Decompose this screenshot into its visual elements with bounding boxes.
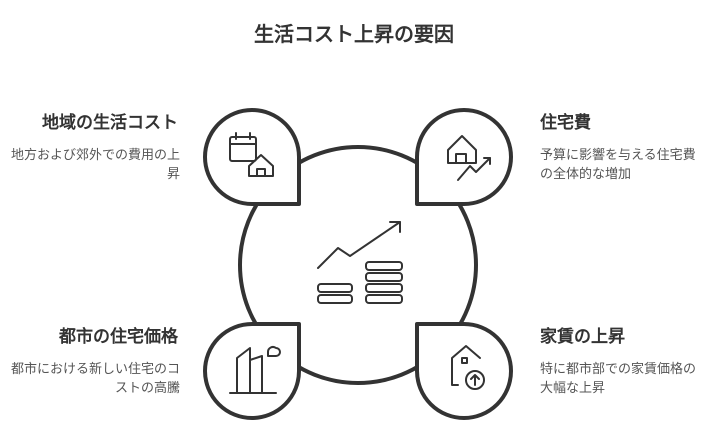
item-desc-regional: 地方および郊外での費用の上昇 [10, 148, 180, 182]
coins-growth-icon [317, 221, 403, 304]
petal-top-left [203, 108, 301, 206]
item-title-rent-rise: 家賃の上昇 [540, 327, 625, 347]
item-desc-urban-housing: 都市における新しい住宅のコストの高騰 [10, 362, 180, 396]
calendar-house-icon [229, 132, 274, 177]
item-title-urban-housing: 都市の住宅価格 [59, 327, 178, 347]
petal-bottom-left [203, 322, 301, 420]
item-desc-housing-cost: 予算に影響を与える住宅費の全体的な増加 [540, 148, 696, 182]
city-buildings-icon [229, 346, 281, 394]
petal-top-right [415, 108, 513, 206]
house-trend-icon [447, 135, 491, 181]
house-up-arrow-icon [451, 345, 485, 390]
item-desc-rent-rise: 特に都市部での家賃価格の大幅な上昇 [540, 362, 697, 396]
petal-bottom-right [415, 322, 513, 420]
diagram-title: 生活コスト上昇の要因 [254, 22, 454, 46]
item-title-regional: 地域の生活コスト [42, 113, 178, 133]
item-title-housing-cost: 住宅費 [540, 113, 591, 133]
